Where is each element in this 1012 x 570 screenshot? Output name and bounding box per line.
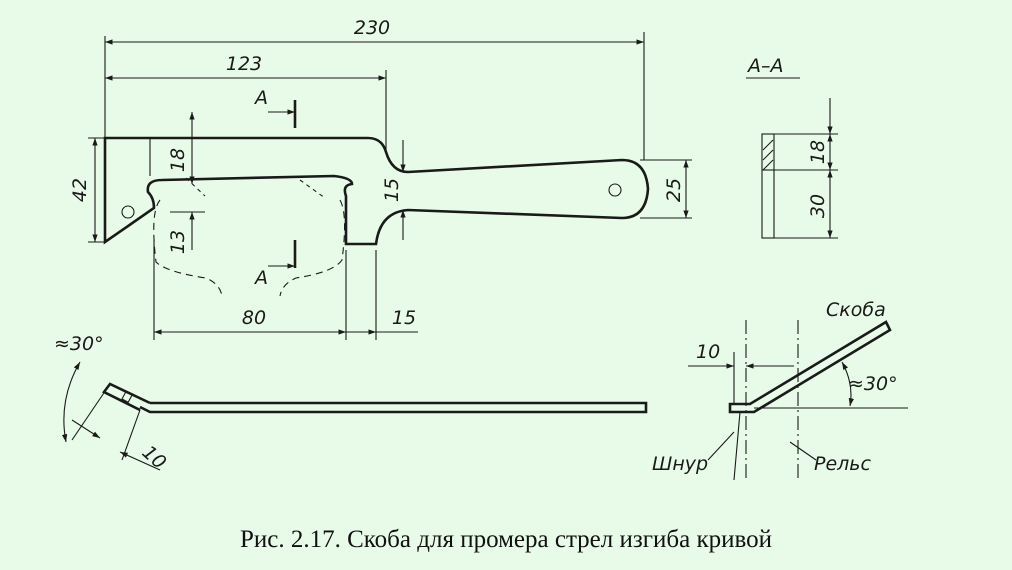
section-label-top: A [253, 87, 268, 109]
side-angle-arc [61, 361, 81, 443]
dim-jaw-depth: 13 [167, 230, 189, 254]
dim-neck-offset: 15 [392, 307, 416, 329]
hole-right [608, 183, 622, 197]
section-label-bottom: A [253, 267, 268, 289]
dim-neck-width: 15 [381, 178, 403, 202]
plan-view: A A 230 123 42 18 13 15 25 [69, 17, 692, 340]
usage-view: ≈30° 10 Скоба Шнур Рельс [652, 299, 908, 481]
dim-jaw-top: 18 [167, 148, 189, 172]
label-cord: Шнур [652, 453, 708, 475]
dim-handle-width: 25 [663, 178, 685, 202]
side-angle: ≈30° [54, 333, 104, 355]
dim-overall-length: 230 [354, 17, 390, 39]
usage-angle: ≈30° [848, 373, 898, 395]
dim-height: 42 [69, 178, 91, 202]
side-strip [139, 401, 648, 414]
section-view: A–A 18 30 [746, 55, 838, 239]
section-dim-upper: 18 [807, 140, 829, 164]
bracket-outline [103, 136, 650, 246]
usage-offset: 10 [696, 341, 720, 363]
dim-length-to-neck: 123 [226, 53, 262, 75]
section-profile [761, 133, 775, 239]
label-bracket: Скоба [826, 299, 886, 321]
label-rail: Рельс [814, 453, 871, 475]
section-title: A–A [746, 55, 784, 77]
dim-jaw-opening: 80 [242, 307, 266, 329]
side-view: 10 ≈30° [54, 333, 648, 474]
section-dim-lower: 30 [807, 194, 829, 218]
technical-drawing: A A 230 123 42 18 13 15 25 [54, 17, 908, 481]
figure-caption: Рис. 2.17. Скоба для промера стрел изгиб… [240, 526, 772, 553]
cord-line [733, 411, 741, 481]
hole-left [121, 205, 135, 219]
usage-bracket [728, 320, 892, 414]
side-tab-length: 10 [138, 441, 171, 474]
